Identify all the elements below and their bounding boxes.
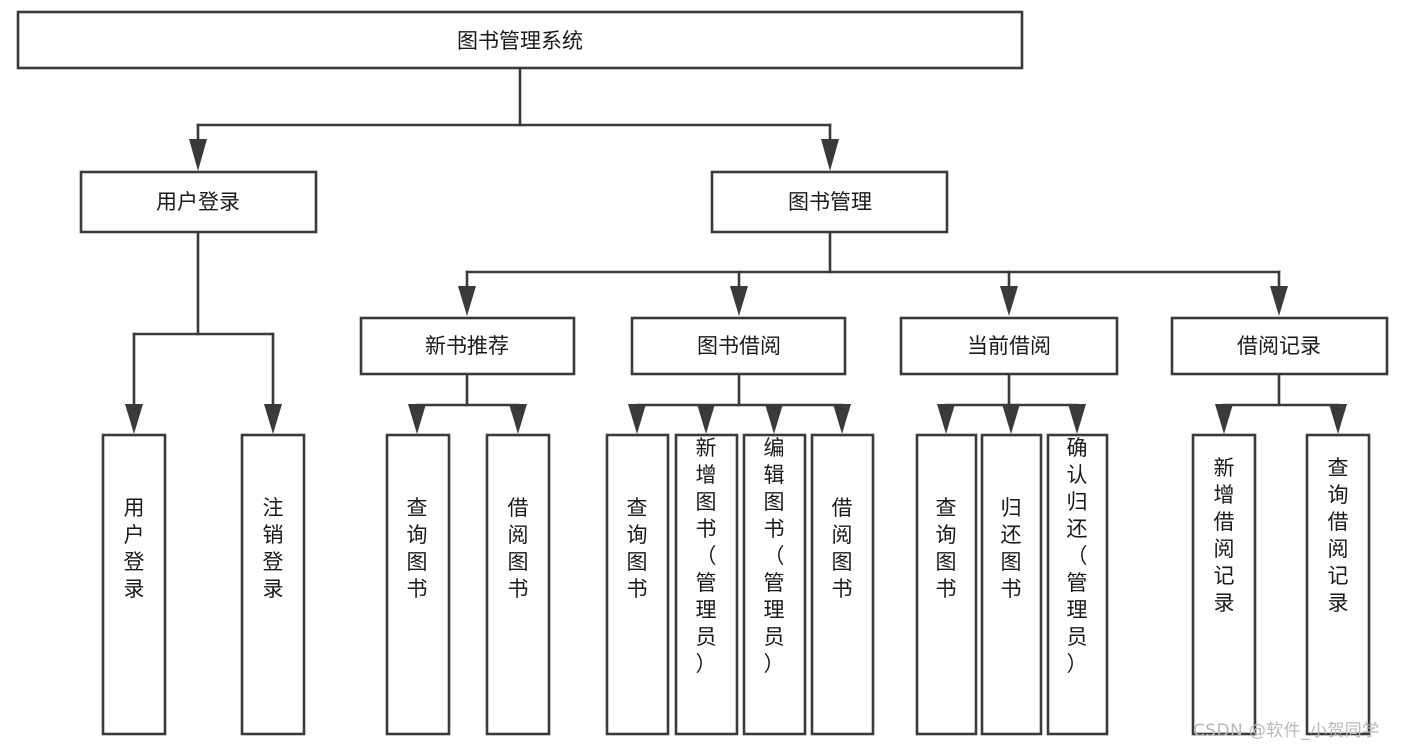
node-current-borrow-label: 当前借阅 xyxy=(967,334,1051,358)
node-leaf-query-book-2-label: 查询图书 xyxy=(627,496,648,601)
connector-group xyxy=(125,66,1347,434)
node-leaf-confirm-return-label: 确认归还（管理员） xyxy=(1067,436,1088,676)
node-current-borrow-box[interactable] xyxy=(899,316,1119,376)
node-book-borrow-box[interactable] xyxy=(630,316,847,376)
arrow-to-leaf-query-book-1 xyxy=(408,404,426,434)
node-current-borrow[interactable]: 当前借阅 xyxy=(899,316,1119,376)
arrow-to-book-management xyxy=(821,139,839,171)
node-root[interactable]: 图书管理系统 xyxy=(16,10,1024,70)
node-leaf-return-book[interactable]: 归还图书 xyxy=(980,433,1043,736)
node-leaf-add-borrow-record[interactable]: 新增借阅记录 xyxy=(1191,433,1257,736)
node-new-book-recommend-box[interactable] xyxy=(359,316,576,376)
node-leaf-query-borrow-record[interactable]: 查询借阅记录 xyxy=(1305,433,1371,736)
arrow-to-leaf-borrow-book-2 xyxy=(833,404,851,434)
node-leaf-query-book-3-box[interactable] xyxy=(915,433,978,736)
node-leaf-add-book[interactable]: 新增图书（管理员） xyxy=(674,433,739,736)
arrow-to-leaf-return-book xyxy=(1002,404,1020,434)
node-leaf-query-book-1[interactable]: 查询图书 xyxy=(385,433,451,736)
node-leaf-edit-book-box[interactable] xyxy=(742,433,807,736)
arrow-to-leaf-edit-book xyxy=(765,404,783,434)
arrow-to-current-borrow xyxy=(1000,286,1018,316)
node-leaf-edit-book-label: 编辑图书（管理员） xyxy=(764,436,785,676)
node-leaf-borrow-book-2[interactable]: 借阅图书 xyxy=(810,433,875,736)
node-leaf-borrow-book-2-box[interactable] xyxy=(810,433,875,736)
node-borrow-record[interactable]: 借阅记录 xyxy=(1170,316,1389,376)
node-new-book-recommend[interactable]: 新书推荐 xyxy=(359,316,576,376)
arrow-to-book-borrow xyxy=(730,286,748,316)
arrow-to-leaf-add-borrow-record xyxy=(1215,404,1233,434)
node-user-login[interactable]: 用户登录 xyxy=(79,170,318,234)
arrow-to-leaf-logout-login xyxy=(264,404,282,434)
node-borrow-record-box[interactable] xyxy=(1170,316,1389,376)
arrow-to-leaf-add-book xyxy=(697,404,715,434)
node-leaf-query-book-3[interactable]: 查询图书 xyxy=(915,433,978,736)
arrow-to-leaf-user-login xyxy=(125,404,143,434)
node-leaf-query-book-2-box[interactable] xyxy=(605,433,670,736)
node-leaf-query-book-2[interactable]: 查询图书 xyxy=(605,433,670,736)
node-leaf-return-book-box[interactable] xyxy=(980,433,1043,736)
node-book-borrow[interactable]: 图书借阅 xyxy=(630,316,847,376)
node-leaf-query-book-3-label: 查询图书 xyxy=(936,496,957,601)
node-leaf-add-book-label: 新增图书（管理员） xyxy=(696,436,717,676)
node-leaf-confirm-return-box[interactable] xyxy=(1046,433,1109,736)
node-leaf-borrow-book-1[interactable]: 借阅图书 xyxy=(485,433,551,736)
node-root-box[interactable] xyxy=(16,10,1024,70)
node-leaf-query-borrow-record-label: 查询借阅记录 xyxy=(1328,456,1349,615)
node-user-login-label: 用户登录 xyxy=(156,190,240,214)
node-leaf-add-borrow-record-box[interactable] xyxy=(1191,433,1257,736)
node-leaf-add-book-box[interactable] xyxy=(674,433,739,736)
arrow-to-leaf-query-borrow-record xyxy=(1329,404,1347,434)
node-leaf-query-book-1-label: 查询图书 xyxy=(407,496,428,601)
arrow-to-borrow-record xyxy=(1270,286,1288,316)
arrow-to-leaf-query-book-3 xyxy=(937,404,955,434)
node-leaf-logout-login-label: 注销登录 xyxy=(263,496,284,601)
node-leaf-user-login-box[interactable] xyxy=(101,433,167,736)
node-leaf-borrow-book-1-box[interactable] xyxy=(485,433,551,736)
node-leaf-user-login[interactable]: 用户登录 xyxy=(101,433,167,736)
node-leaf-borrow-book-1-label: 借阅图书 xyxy=(508,496,529,601)
arrow-to-new-book-recommend xyxy=(458,286,476,316)
node-leaf-query-borrow-record-box[interactable] xyxy=(1305,433,1371,736)
node-user-login-box[interactable] xyxy=(79,170,318,234)
node-leaf-logout-login-box[interactable] xyxy=(240,433,306,736)
node-borrow-record-label: 借阅记录 xyxy=(1237,334,1321,358)
node-root-label: 图书管理系统 xyxy=(457,29,583,53)
node-book-management-label: 图书管理 xyxy=(788,190,872,214)
node-leaf-add-borrow-record-label: 新增借阅记录 xyxy=(1214,456,1235,615)
node-leaf-borrow-book-2-label: 借阅图书 xyxy=(832,496,853,601)
node-book-management-box[interactable] xyxy=(710,170,949,234)
node-new-book-recommend-label: 新书推荐 xyxy=(425,334,509,358)
arrow-to-leaf-confirm-return xyxy=(1068,404,1086,434)
arrow-to-leaf-query-book-2 xyxy=(628,404,646,434)
node-leaf-edit-book[interactable]: 编辑图书（管理员） xyxy=(742,433,807,736)
node-book-management[interactable]: 图书管理 xyxy=(710,170,949,234)
node-leaf-user-login-label: 用户登录 xyxy=(124,496,145,601)
node-leaf-logout-login[interactable]: 注销登录 xyxy=(240,433,306,736)
node-book-borrow-label: 图书借阅 xyxy=(697,334,781,358)
arrow-to-leaf-borrow-book-1 xyxy=(509,404,527,434)
node-leaf-query-book-1-box[interactable] xyxy=(385,433,451,736)
node-leaf-confirm-return[interactable]: 确认归还（管理员） xyxy=(1046,433,1109,736)
node-leaf-return-book-label: 归还图书 xyxy=(1001,496,1022,601)
arrow-to-user-login xyxy=(189,139,207,171)
